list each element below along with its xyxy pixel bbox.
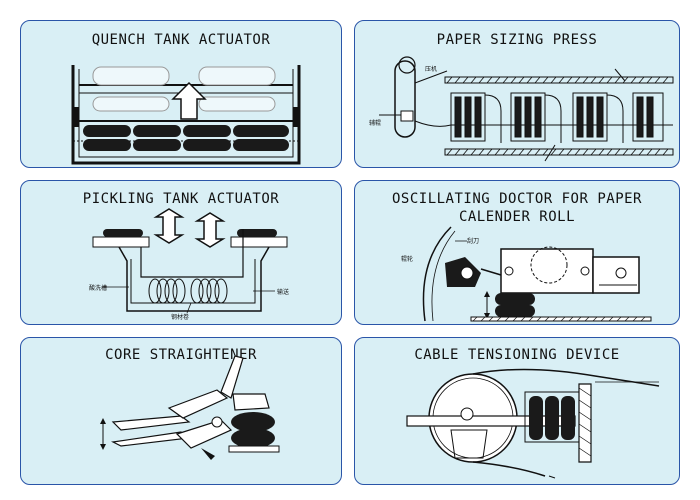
panel-core-straightener: CORE STRAIGHTENER <box>20 337 342 485</box>
panel-paper-sizing-press: PAPER SIZING PRESS 压机 辅辊 <box>354 20 680 168</box>
label-aux-roll: 辅辊 <box>369 119 381 127</box>
panel-title: PAPER SIZING PRESS <box>436 32 598 48</box>
quench-tank-diagram <box>71 65 301 165</box>
panel-title: QUENCH TANK ACTUATOR <box>91 32 271 48</box>
panel-title: CORE STRAIGHTENER <box>105 347 257 363</box>
label-conveyor: 输送 <box>277 288 289 296</box>
panel-title-line2: CALENDER ROLL <box>458 209 576 225</box>
label-acid-tank: 酸洗槽 <box>89 284 107 292</box>
panel-oscillating-doctor: OSCILLATING DOCTOR FOR PAPER CALENDER RO… <box>354 180 680 325</box>
label-doctor-blade: 刮刀 <box>467 237 479 245</box>
core-straightener-diagram <box>100 355 280 460</box>
label-steel-coil: 钢材卷 <box>171 313 189 321</box>
sizing-press-diagram: 压机 辅辊 <box>369 56 674 162</box>
panel-cable-tensioning: CABLE TENSIONING DEVICE <box>354 337 680 485</box>
label-roll: 辊轮 <box>401 255 413 263</box>
panel-quench-tank-actuator: QUENCH TANK ACTUATOR <box>20 20 342 168</box>
panel-pickling-tank-actuator: PICKLING TANK ACTUATOR 酸洗槽 输送 钢材卷 <box>20 180 342 325</box>
cable-tensioning-diagram <box>406 368 660 479</box>
panel-title: CABLE TENSIONING DEVICE <box>414 347 620 363</box>
pickling-tank-diagram: 酸洗槽 输送 钢材卷 <box>89 208 289 321</box>
panel-title: PICKLING TANK ACTUATOR <box>82 191 280 207</box>
label-press: 压机 <box>425 65 437 73</box>
panel-title-line1: OSCILLATING DOCTOR FOR PAPER <box>391 191 642 207</box>
doctor-roll-diagram: 辊轮 刮刀 <box>401 226 652 322</box>
